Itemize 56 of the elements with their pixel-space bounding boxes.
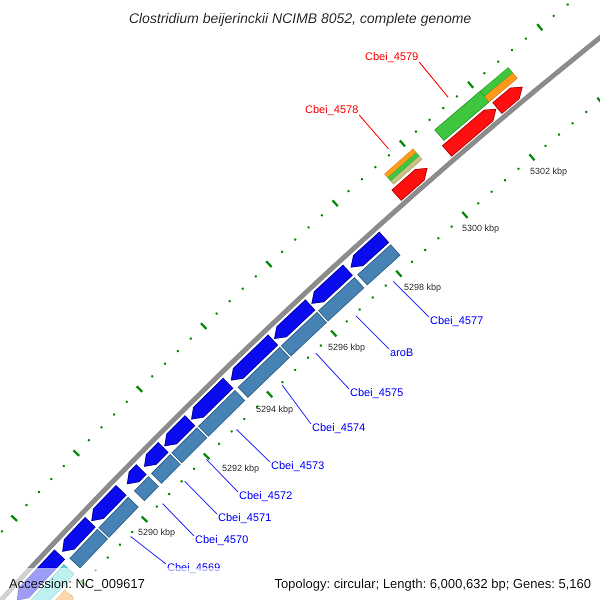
gene-bar xyxy=(150,454,181,484)
gene-feature xyxy=(442,108,496,157)
footer-text: Accession: NC_009617 xyxy=(9,575,145,594)
leader-line xyxy=(358,114,390,150)
leader-line xyxy=(392,280,430,318)
gene-label: Cbei_4572 xyxy=(239,490,292,503)
gene-feature xyxy=(311,264,353,304)
gene-feature xyxy=(91,484,127,522)
gene-feature xyxy=(391,168,428,201)
gene-bar xyxy=(357,244,401,286)
tick-label: 5290 kbp xyxy=(138,527,176,537)
gene-label: Cbei_4570 xyxy=(195,534,248,547)
gene-label: Cbei_4578 xyxy=(305,104,358,117)
gene-label: aroB xyxy=(390,347,414,360)
tick-label: 5292 kbp xyxy=(222,463,260,473)
gene-feature xyxy=(191,378,234,420)
gene-feature xyxy=(164,415,196,446)
gene-bar xyxy=(134,476,159,502)
tick-label: 5300 kbp xyxy=(462,223,500,233)
tick-label: 5296 kbp xyxy=(328,342,366,352)
leader-line xyxy=(162,503,194,536)
gene-feature xyxy=(492,86,523,114)
tick-label: 5294 kbp xyxy=(256,404,294,414)
gene-bar xyxy=(318,277,364,322)
leader-line xyxy=(206,458,238,492)
gene-label: Cbei_4574 xyxy=(312,422,366,435)
leader-line xyxy=(236,428,270,462)
gene-bar xyxy=(238,346,290,398)
leader-line xyxy=(315,352,350,390)
gene-bar xyxy=(280,312,328,356)
gene-feature xyxy=(230,334,278,381)
leader-line xyxy=(130,536,166,564)
tick-label: 5302 kbp xyxy=(530,166,568,176)
gene-bar xyxy=(434,67,518,142)
gene-bar xyxy=(198,390,246,437)
footer-text: Topology: circular; Length: 6,000,632 bp; Genes: 5,160 xyxy=(274,575,591,594)
leader-line xyxy=(418,62,449,98)
gene-label: Cbei_4575 xyxy=(350,387,404,400)
gene-feature xyxy=(144,442,169,467)
gene-feature xyxy=(62,516,96,552)
gene-feature xyxy=(274,299,316,339)
tick-label: 5298 kbp xyxy=(404,282,442,292)
gene-bar xyxy=(384,148,422,185)
gene-bar xyxy=(69,528,108,568)
leader-line xyxy=(184,480,218,514)
gene-label: Cbei_4569 xyxy=(167,562,220,575)
gene-feature xyxy=(126,464,147,484)
gene-bar xyxy=(171,427,208,464)
gene-feature xyxy=(350,232,390,268)
map-title: Clostridium beijerinckii NCIMB 8052, complete genome xyxy=(128,9,472,27)
gene-label: Cbei_4579 xyxy=(365,51,418,64)
gene-bar xyxy=(98,496,139,538)
gene-label: Cbei_4577 xyxy=(430,315,484,328)
gene-label: Cbei_4571 xyxy=(218,512,272,525)
gene-label: Cbei_4573 xyxy=(271,460,324,473)
leader-line xyxy=(282,384,312,424)
